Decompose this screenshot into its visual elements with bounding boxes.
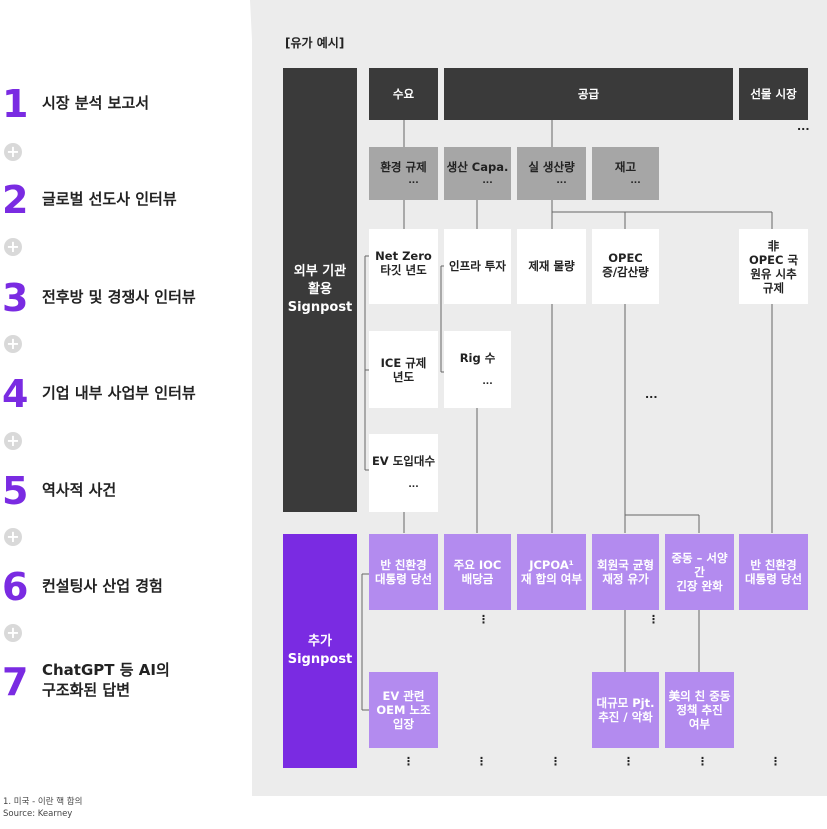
sanction-volume: 제재 물량 (517, 229, 586, 304)
ice-regulation-year: ICE 규제 년도 (369, 331, 438, 408)
box-label: EV 도입대수 (371, 454, 436, 468)
external-signpost-label: 외부 기관 활용 Signpost (283, 68, 357, 512)
box-label: 실 생산량 (528, 159, 575, 174)
vertical-ellipsis: ⋮ (550, 755, 561, 768)
plus-icon: + (4, 624, 22, 642)
box-label: Rig 수 (459, 350, 496, 365)
list-number: 7 (2, 660, 29, 704)
us-mideast-policy: 美의 친 중동 정책 추진 여부 (665, 672, 734, 748)
header-demand: 수요 (369, 68, 438, 120)
ellipsis: ... (630, 175, 641, 186)
list-label: 기업 내부 사업부 인터뷰 (42, 384, 196, 402)
list-label: 역사적 사건 (42, 481, 117, 499)
list-label: 전후방 및 경쟁사 인터뷰 (42, 288, 196, 306)
opec-production: OPEC 증/감산량 (592, 229, 659, 304)
large-project: 대규모 Pjt. 추진 / 악화 (592, 672, 659, 748)
mid-production-capa: 생산 Capa. ... (444, 147, 511, 200)
box-label: 생산 Capa. (446, 159, 509, 174)
list-number: 1 (2, 82, 29, 126)
list-number: 2 (2, 178, 29, 222)
ellipsis: ... (482, 376, 493, 387)
list-number: 4 (2, 372, 29, 416)
header-futures: 선물 시장 (739, 68, 808, 120)
list-label: 컨설팅사 산업 경험 (42, 577, 163, 595)
vertical-ellipsis: ⋮ (697, 755, 708, 768)
source: Source: Kearney (3, 809, 73, 819)
list-label: 글로벌 선도사 인터뷰 (42, 190, 177, 208)
footnote: 1. 미국 - 이란 핵 합의 (3, 797, 83, 807)
jcpoa-reagreement: JCPOA¹ 재 합의 여부 (517, 534, 586, 610)
list-label: ChatGPT 등 AI의 구조화된 답변 (42, 661, 170, 699)
vertical-ellipsis: ⋮ (403, 755, 414, 768)
rig-count: Rig 수 ... (444, 331, 511, 408)
ellipsis: ... (797, 120, 810, 133)
plus-icon: + (4, 238, 22, 256)
box-label: 재고 (614, 159, 637, 174)
plus-icon: + (4, 143, 22, 161)
box-label: 환경 규제 (380, 159, 427, 174)
netzero-target: Net Zero 타깃 년도 (369, 229, 438, 304)
diagram-title: [유가 예시] (285, 36, 345, 50)
ev-oem-union: EV 관련 OEM 노조 입장 (369, 672, 438, 748)
ellipsis: ... (408, 480, 419, 490)
ev-adoption: EV 도입대수 ... (369, 434, 438, 512)
anti-green-president-2: 반 친환경 대통령 당선 (739, 534, 808, 610)
vertical-ellipsis: ⋮ (623, 755, 634, 768)
plus-icon: + (4, 335, 22, 353)
additional-signpost-label: 추가 Signpost (283, 534, 357, 768)
vertical-ellipsis: ⋮ (770, 755, 781, 768)
header-supply: 공급 (444, 68, 733, 120)
vertical-ellipsis: ⋮ (476, 755, 487, 768)
mid-env-regulation: 환경 규제 ... (369, 147, 438, 200)
list-number: 6 (2, 565, 29, 609)
list-label: 시장 분석 보고서 (42, 94, 150, 112)
plus-icon: + (4, 432, 22, 450)
vertical-ellipsis: ⋮ (478, 613, 489, 626)
vertical-ellipsis: ⋮ (648, 613, 659, 626)
ellipsis: ... (408, 175, 419, 186)
mid-actual-production: 실 생산량 ... (517, 147, 586, 200)
member-fiscal-breakeven: 회원국 균형 재정 유가 (592, 534, 659, 610)
ellipsis: ... (556, 175, 567, 186)
mid-inventory: 재고 ... (592, 147, 659, 200)
mideast-west-tension: 중동 – 서양 간 긴장 완화 (665, 534, 734, 610)
non-opec-regulation: 非 OPEC 국 원유 시추 규제 (739, 229, 808, 304)
infra-investment: 인프라 투자 (444, 229, 511, 304)
list-number: 3 (2, 276, 29, 320)
plus-icon: + (4, 528, 22, 546)
ellipsis: ... (645, 388, 658, 401)
ellipsis: ... (482, 175, 493, 186)
anti-green-president-1: 반 친환경 대통령 당선 (369, 534, 438, 610)
major-ioc-dividend: 주요 IOC 배당금 (444, 534, 511, 610)
list-number: 5 (2, 469, 29, 513)
